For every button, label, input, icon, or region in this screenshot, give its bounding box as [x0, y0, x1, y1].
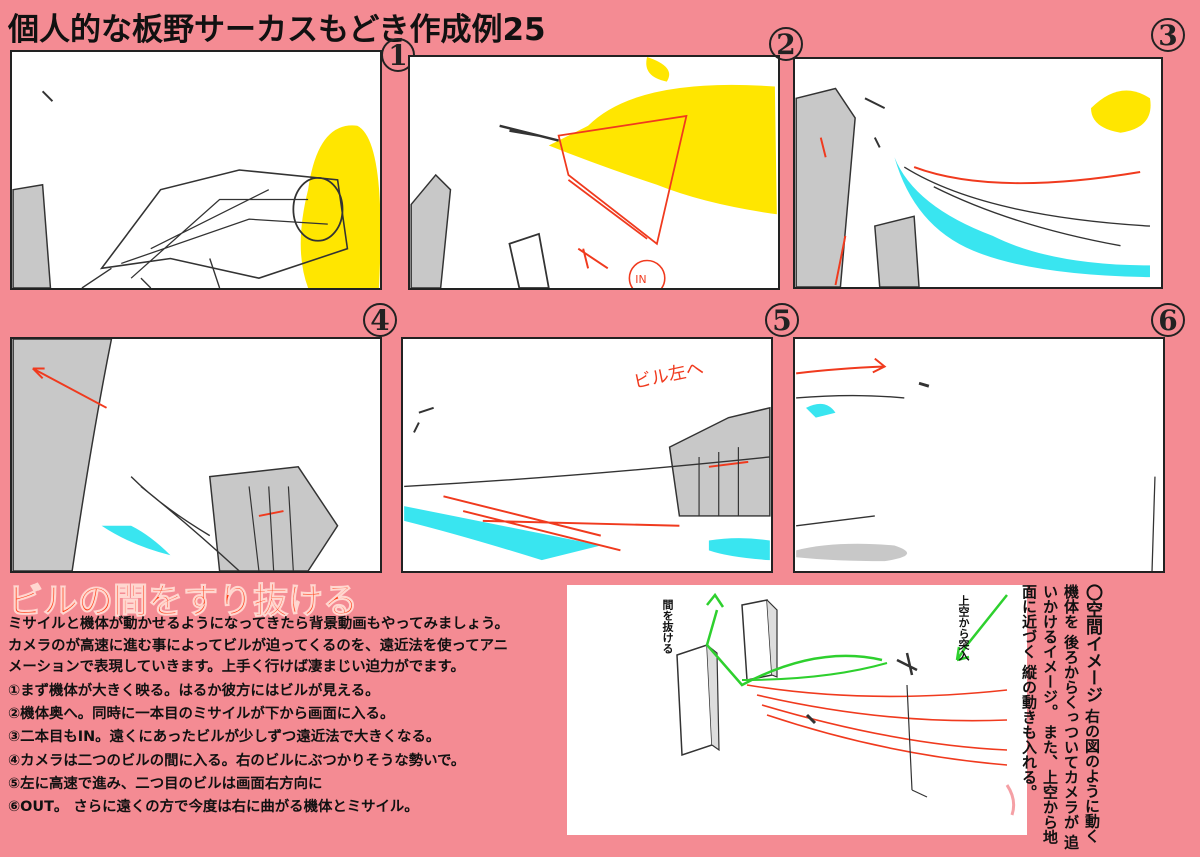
panel-3-sketch: [795, 87, 1151, 287]
storyboard-panel-2: IN: [408, 55, 780, 290]
section-headline: ビルの間をすり抜ける: [7, 582, 359, 623]
diagram-label-from-above: 上空から突入: [957, 595, 970, 661]
step-item: ⑥OUT。 さらに遠くの方で今度は右に曲がる機体とミサイル。: [8, 799, 419, 816]
side-note-line: 右の図のように動く機体を: [1062, 584, 1101, 844]
step-list: ①まず機体が大きく映る。はるか彼方にはビルが見える。 ②機体奥へ。同時に一本目の…: [8, 680, 465, 819]
storyboard-panel-3: [793, 57, 1163, 289]
spatial-diagram-sketch: [676, 592, 1016, 816]
storyboard-panel-5: ビル左へ: [401, 337, 773, 573]
panel-1-sketch: [12, 90, 380, 288]
storyboard-panel-6: [793, 337, 1165, 573]
diagram-label-between: 間を抜ける: [661, 599, 674, 654]
step-item: ①まず機体が大きく映る。はるか彼方にはビルが見える。: [8, 683, 380, 699]
side-note-line: 追いかけるイメージ。: [1041, 584, 1080, 850]
step-item: ⑤左に高速で進み、二つ目のビルは画面右方向に: [8, 775, 323, 792]
panel-5-note: ビル左へ: [632, 358, 706, 393]
spatial-diagram: 間を抜ける 上空から突入: [567, 585, 1027, 835]
side-note-line: また、上空から地面に近づく: [1020, 584, 1059, 845]
panel-2-sketch: IN: [410, 57, 777, 288]
panel-4-sketch: [12, 339, 339, 571]
panel-5-sketch: ビル左へ: [404, 358, 771, 561]
space-image-note: 〇空間イメージ 右の図のように動く機体を 後ろからくっついてカメラが 追いかける…: [1018, 584, 1102, 854]
step-item: ②機体奥へ。同時に一本目のミサイルが下から画面に入る。: [8, 706, 395, 723]
intro-text: ミサイルと機体が動かせるようになってきたら背景動画もやってみましょう。 カメラの…: [8, 614, 568, 679]
side-note-line: 後ろからくっついてカメラが: [1062, 634, 1080, 830]
side-note-line: 縦の動きも入れる。: [1020, 664, 1038, 800]
panel-number-3: 3: [1148, 15, 1188, 55]
step-item: ④カメラは二つのビルの間に入る。右のビルにぶつかりそうな勢いで。: [8, 752, 466, 769]
intro-line: ミサイルと機体が動かせるようになってきたら背景動画もやってみましょう。: [8, 616, 509, 632]
step-item: ③二本目もIN。遠くにあったビルが少しずつ遠近法で大きくなる。: [8, 729, 441, 746]
intro-line: カメラのが高速に進む事によってビルが迫ってくるのを、遠近法を使ってアニ: [8, 637, 509, 654]
side-note-heading: 〇空間イメージ: [1082, 584, 1102, 703]
storyboard-panel-4: [10, 337, 382, 573]
page-title: 個人的な板野サーカスもどき作成例25: [8, 12, 546, 48]
storyboard-panel-1: [10, 50, 382, 290]
panel-number-6: 6: [1148, 300, 1188, 340]
intro-line: メーションで表現していきます。上手く行けば凄まじい迫力がでます。: [8, 659, 465, 675]
panel-6-sketch: [796, 357, 1156, 571]
panel-number-2: 2: [766, 24, 806, 64]
panel-2-in-label: IN: [635, 273, 646, 286]
panel-number-4: 4: [360, 300, 400, 340]
panel-number-5: 5: [762, 300, 802, 340]
